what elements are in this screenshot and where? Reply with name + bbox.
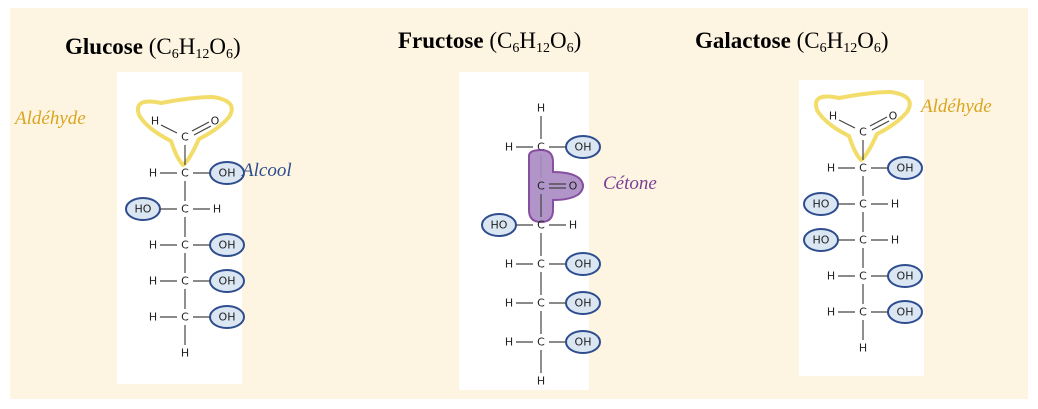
oxygen-atom: O [211,115,220,128]
glucose-title: Glucose (C6H12O6) [65,34,241,62]
hydroxyl-group: HO [491,219,508,232]
carbon-atom: C [181,167,189,180]
diagram-background: Glucose (C6H12O6) Fructose (C6H12O6) Gal… [10,8,1028,399]
galactose-title: Galactose (C6H12O6) [695,28,889,56]
carbon-atom: C [859,270,867,283]
bond-c-h [838,119,856,129]
fructose-title: Fructose (C6H12O6) [398,28,582,56]
hydrogen-atom: H [151,115,159,128]
carbon-atom: C [537,258,545,271]
hydroxyl-group: OH [897,306,914,319]
aldehyde-label-right: Aldéhyde [921,96,992,117]
hydrogen-atom: H [829,110,837,123]
carbon-atom: C [537,141,545,154]
hydroxyl-group: OH [219,311,236,324]
hydroxyl-group: OH [575,336,592,349]
oxygen-atom: O [889,110,898,123]
aldehyde-highlight [136,95,234,167]
carbon-atom: C [181,239,189,252]
hydroxyl-group: OH [897,270,914,283]
fructose-structure-card: HCHOHCCOCHOHCHOHCHOHCHOHH [459,72,601,390]
bond-c-o-double [191,121,210,132]
carbon-atom: C [859,234,867,247]
hydrogen-atom-bottom: H [181,347,189,360]
hydrogen-atom: H [149,239,157,252]
hydroxyl-group: OH [219,239,236,252]
hydroxyl-group: OH [897,162,914,175]
bond-c-o-double [871,120,890,131]
hydrogen-atom: H [505,297,513,310]
carbon-atom: C [181,275,189,288]
carbon-atom: C [181,131,189,144]
carbon-atom: C [181,203,189,216]
carbon-atom: C [181,311,189,324]
carbon-atom: C [859,306,867,319]
bond-c-o-double [869,116,888,127]
bond-c-h [160,124,178,134]
carbon-atom: C [859,198,867,211]
hydrogen-atom-bottom: H [537,375,545,388]
hydrogen-atom: H [149,275,157,288]
hydroxyl-group: HO [813,198,830,211]
hydrogen-atom: H [827,306,835,319]
hydrogen-atom: H [213,203,221,216]
fructose-structure: HCHOHCCOCHOHCHOHCHOHCHOHH [481,102,601,388]
hydrogen-atom: H [149,311,157,324]
hydrogen-atom: H [827,270,835,283]
hydrogen-atom-bottom: H [859,342,867,355]
carbon-atom: C [859,126,867,139]
carbon-atom: C [537,219,545,232]
hydrogen-atom: H [891,234,899,247]
hydrogen-atom: H [505,258,513,271]
oxygen-atom: O [569,180,578,193]
hydrogen-atom: H [505,336,513,349]
hydroxyl-group: OH [575,297,592,310]
carbon-atom: C [537,180,545,193]
hydrogen-atom: H [891,198,899,211]
aldehyde-label-left: Aldéhyde [15,108,86,129]
hydroxyl-group: OH [575,141,592,154]
ketone-highlight [528,148,584,224]
bond-c-o-double [193,125,212,136]
hydrogen-atom: H [149,167,157,180]
alcool-label: Alcool [242,160,292,181]
hydrogen-atom: H [569,219,577,232]
hydroxyl-group: OH [575,258,592,271]
hydroxyl-group: HO [813,234,830,247]
hydrogen-atom-top: H [537,102,545,115]
hydroxyl-group: OH [219,167,236,180]
cetone-label: Cétone [603,173,657,194]
hydroxyl-group: HO [135,203,152,216]
hydrogen-atom: H [505,141,513,154]
carbon-atom: C [537,336,545,349]
carbon-atom: C [859,162,867,175]
hydrogen-atom: H [827,162,835,175]
carbon-atom: C [537,297,545,310]
aldehyde-highlight [814,90,912,162]
hydroxyl-group: OH [219,275,236,288]
